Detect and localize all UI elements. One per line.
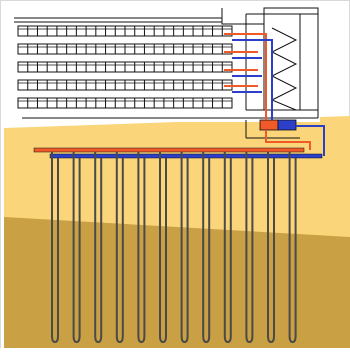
borehole-u-pipe [115,152,124,344]
soil-bottom-border [0,348,350,354]
borehole [159,152,167,344]
soil-lower-layer [4,217,350,354]
floors [17,25,233,109]
borehole [267,152,275,344]
borehole-u-pipe [72,152,81,344]
borehole [288,152,297,344]
soil [0,116,350,354]
stair-zigzag [270,27,298,111]
borehole [137,152,146,344]
borehole-u-pipe [288,152,297,344]
heat-pump-blue [277,119,297,131]
pipe-network [33,33,325,159]
borehole [245,152,254,344]
borehole-u-pipe [267,152,275,344]
borehole-u-pipe [94,152,103,344]
borehole-u-pipe [180,152,189,344]
stair-tower-outline [221,7,319,118]
borehole [94,152,103,344]
borehole-heat-exchangers [51,152,297,344]
borehole [115,152,124,344]
supply-pipes [224,33,311,150]
borehole-u-pipe [245,152,254,344]
supply-manifold [33,147,305,153]
borehole-u-pipe [51,152,59,344]
building [14,7,320,139]
borehole [202,152,211,344]
borehole-u-pipe [137,152,146,344]
borehole [223,152,232,344]
borehole [51,152,59,344]
borehole-u-pipe [202,152,211,344]
borehole [180,152,189,344]
borehole-u-pipe [159,152,167,344]
return-pipes [232,39,325,156]
borehole-u-pipe [223,152,232,344]
heat-pump [259,119,297,131]
return-manifold [49,153,323,159]
borehole [72,152,81,344]
heat-pump-red [259,119,279,131]
